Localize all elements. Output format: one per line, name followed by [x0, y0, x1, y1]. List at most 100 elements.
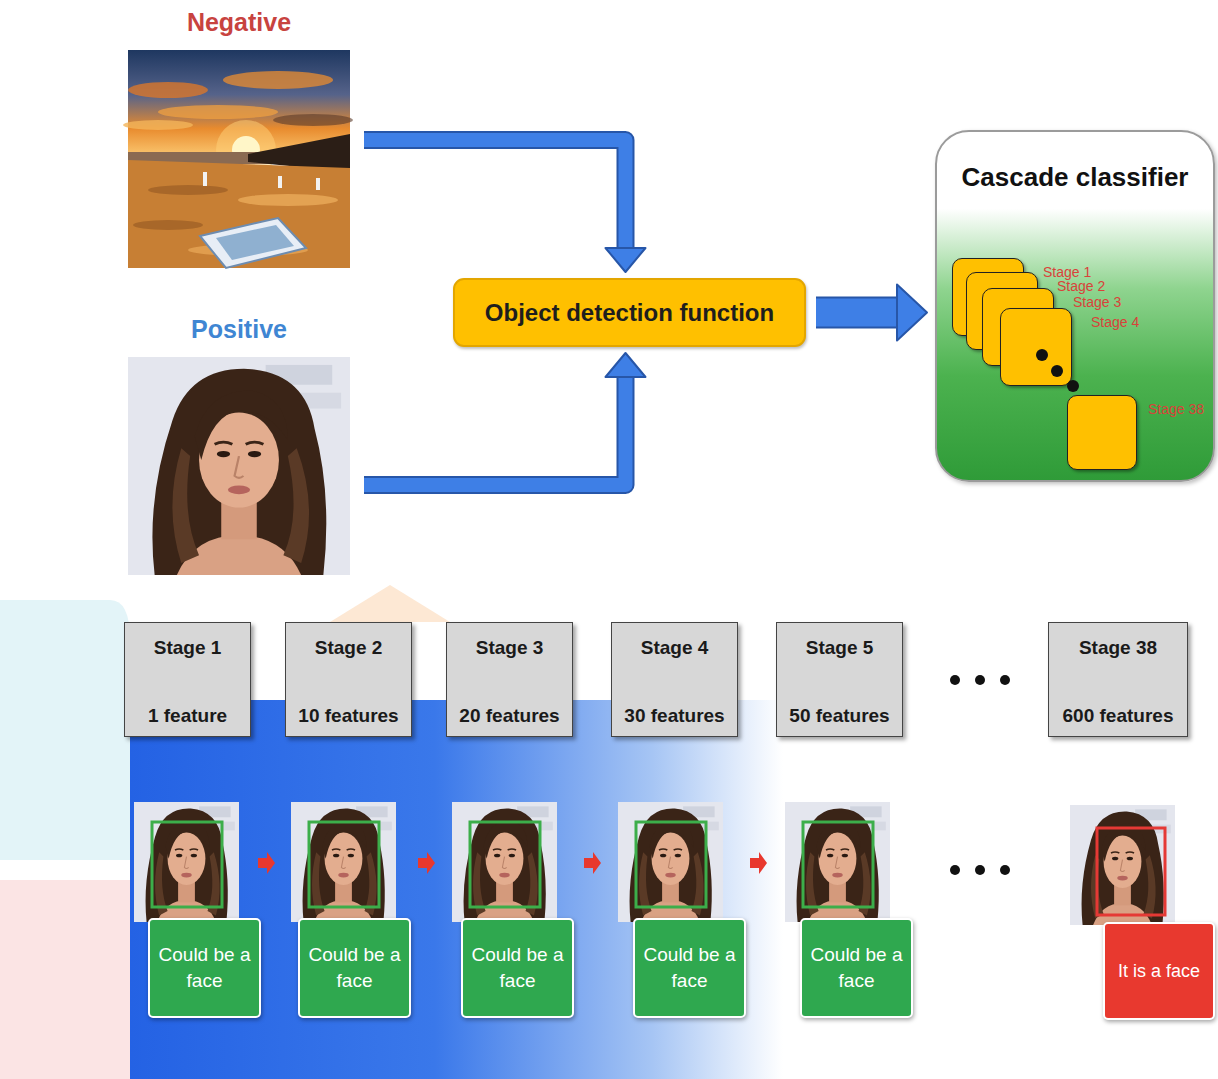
face-thumbnail — [618, 802, 723, 922]
face-thumbnail — [1070, 805, 1175, 925]
face-thumbnail — [309, 822, 379, 907]
result-text: It is a face — [1118, 959, 1200, 983]
result-box: Could be a face — [633, 918, 746, 1018]
step-arrow — [258, 852, 767, 874]
arrow-shaft — [364, 140, 626, 248]
face-photo — [128, 357, 350, 575]
classifier-panel: Cascade classifierStage 1Stage 2Stage 3S… — [935, 130, 1215, 482]
stage-text: 30 features — [624, 705, 724, 727]
sunset-photo — [133, 220, 203, 230]
sunset-photo — [123, 120, 193, 130]
arrow-outline — [364, 140, 626, 248]
stage-text: Stage 5 — [806, 637, 874, 659]
flow-arrow — [816, 285, 927, 341]
stage-box: Stage 1 1 feature — [124, 622, 251, 737]
watermark-shape — [0, 880, 130, 1079]
stage-text: 50 features — [789, 705, 889, 727]
sunset-photo — [203, 172, 207, 186]
ellipsis-dots — [950, 675, 960, 685]
sample-heading: Negative — [98, 8, 380, 37]
face-thumbnail — [1070, 805, 1175, 925]
sunset-photo — [316, 178, 320, 190]
stage-text: Stage 38 — [1079, 637, 1157, 659]
arrow-shaft — [816, 299, 897, 327]
blue-band — [130, 700, 1218, 1079]
result-text: Could be a face — [156, 942, 253, 993]
ellipsis-dots — [1000, 865, 1010, 875]
stage-text: Stage 3 — [476, 637, 544, 659]
sunset-photo — [158, 105, 278, 119]
face-thumbnail — [803, 822, 873, 907]
watermark-shape — [330, 585, 450, 622]
face-thumbnail — [134, 802, 239, 922]
stage-dot — [1036, 349, 1048, 361]
stage-card: Stage 38 — [1067, 395, 1137, 470]
watermark-shape — [0, 600, 130, 860]
final-result-box: It is a face — [1103, 922, 1215, 1020]
process-box: Object detection function — [453, 278, 806, 347]
face-thumbnail — [291, 802, 396, 922]
sunset-photo — [200, 218, 306, 268]
result-box: Could be a face — [800, 918, 913, 1018]
ellipsis-dots — [950, 865, 960, 875]
flow-arrow — [364, 353, 646, 485]
stage-box: Stage 3 20 features — [446, 622, 573, 737]
stage-box: Stage 5 50 features — [776, 622, 903, 737]
step-arrow — [418, 852, 435, 874]
face-thumbnail — [134, 802, 239, 922]
stage-label: Stage 1 — [1043, 264, 1091, 280]
stage-text: 20 features — [459, 705, 559, 727]
stage-box: Stage 4 30 features — [611, 622, 738, 737]
arrow-shaft — [364, 377, 626, 485]
result-text: Could be a face — [808, 942, 905, 993]
face-thumbnail — [785, 802, 890, 922]
ellipsis-dots — [1000, 675, 1010, 685]
stage-box: Stage 38 600 features — [1048, 622, 1188, 737]
result-text: Could be a face — [469, 942, 566, 993]
sunset-photo — [278, 176, 282, 188]
face-thumbnail — [152, 822, 222, 907]
stage-label: Stage 2 — [1057, 278, 1105, 294]
sunset-photo — [148, 185, 228, 195]
stage-label: Stage 4 — [1091, 314, 1139, 330]
sunset-photo — [223, 71, 333, 89]
stage-text: 600 features — [1063, 705, 1174, 727]
result-text: Could be a face — [306, 942, 403, 993]
ellipsis-dots — [975, 865, 985, 875]
result-box: Could be a face — [461, 918, 574, 1018]
face-thumbnail — [636, 822, 706, 907]
stage-label: Stage 38 — [1148, 401, 1204, 417]
stage-dot — [1067, 380, 1079, 392]
arrow-outline — [364, 377, 626, 485]
stage-text: 1 feature — [148, 705, 227, 727]
face-thumbnail — [785, 802, 890, 922]
stage-text: Stage 1 — [154, 637, 222, 659]
step-arrow — [584, 852, 601, 874]
stage-text: Stage 4 — [641, 637, 709, 659]
stage-dot — [1051, 365, 1063, 377]
sunset-photo — [123, 50, 353, 268]
stage-label: Stage 3 — [1073, 294, 1121, 310]
negative-sample: Negative — [128, 50, 350, 268]
process-label: Object detection function — [485, 299, 774, 327]
result-text: Could be a face — [641, 942, 738, 993]
sunset-photo — [273, 114, 353, 126]
stage-text: Stage 2 — [315, 637, 383, 659]
sunset-photo — [128, 82, 208, 98]
result-box: Could be a face — [148, 918, 261, 1018]
face-thumbnail — [1097, 828, 1165, 915]
face-thumbnail — [452, 802, 557, 922]
sunset-photo — [238, 194, 338, 206]
stage-card: Stage 4 — [1000, 308, 1072, 386]
sample-heading: Positive — [98, 315, 380, 344]
result-box: Could be a face — [298, 918, 411, 1018]
arrow-outline — [816, 297, 897, 329]
sunset-photo — [128, 160, 350, 268]
positive-sample: Positive — [128, 357, 350, 575]
stage-text: 10 features — [298, 705, 398, 727]
ellipsis-dots — [950, 675, 1010, 875]
step-arrow — [258, 852, 275, 874]
ellipsis-dots — [975, 675, 985, 685]
stage-box: Stage 2 10 features — [285, 622, 412, 737]
